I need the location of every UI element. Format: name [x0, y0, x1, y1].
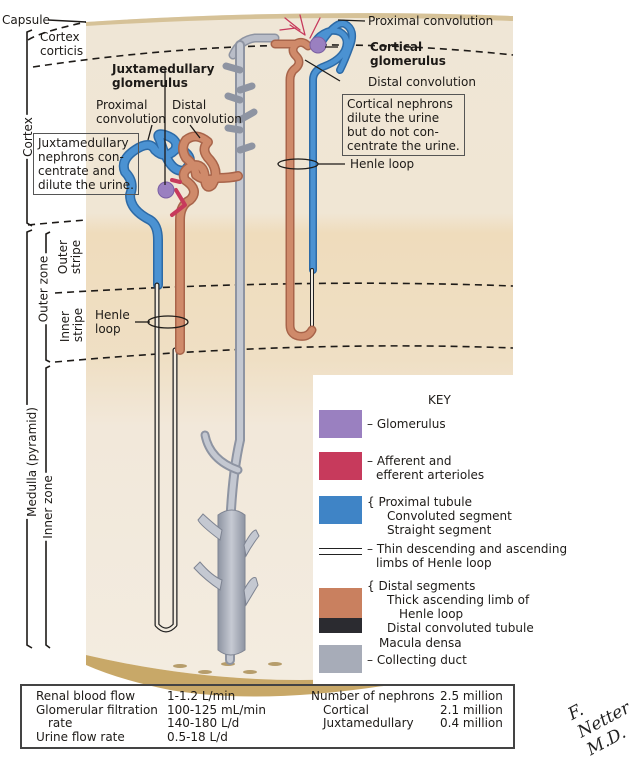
collecting-duct-swatch	[319, 645, 362, 673]
macula-densa-swatch	[319, 618, 362, 633]
inner-zone-label: Inner zone	[40, 473, 55, 541]
boundary-capsule	[27, 21, 87, 41]
key-legend: KEY – Glomerulus – Afferent and efferent…	[313, 375, 641, 680]
stats-right-labels: Number of nephrons Cortical Juxtamedulla…	[311, 689, 435, 730]
key-item-collecting-duct: – Collecting duct	[367, 653, 467, 667]
cortical-proximal-convolution-label: Proximal convolution	[368, 14, 494, 28]
capsule-leader	[47, 19, 87, 23]
renal-stats-table: Renal blood flow Glomerular filtration r…	[20, 684, 515, 749]
juxtamedullary-nephron	[118, 129, 243, 633]
boundary-outer-inner-stripe	[54, 282, 514, 294]
cortical-distal-convolution-label: Distal convolution	[368, 75, 476, 89]
inner-stripe-label: Inner stripe	[58, 305, 86, 345]
medulla-label: Medulla (pyramid)	[24, 405, 39, 519]
key-item-thin-limbs: – Thin descending and ascending limbs of…	[367, 542, 568, 570]
stats-left-values: 1-1.2 L/min 100-125 mL/min 140-180 L/d 0…	[167, 689, 266, 744]
juxtamedullary-note: Juxtamedullary nephrons con- centrate an…	[33, 133, 139, 195]
jm-henle-loop-marker	[147, 315, 189, 329]
jm-henle-loop-label: Henle loop	[95, 308, 130, 336]
jm-proximal-convolution-label: Proximal convolution	[96, 98, 166, 126]
key-item-macula-densa: Macula densa	[379, 636, 462, 650]
jm-arterioles	[170, 178, 187, 217]
glomerulus-swatch	[319, 410, 362, 438]
cortex-corticis-label: Cortex corticis	[40, 30, 84, 58]
boundary-cortex-medulla	[27, 219, 87, 226]
proximal-tubule-swatch	[319, 496, 362, 524]
stats-right-values: 2.5 million 2.1 million 0.4 million	[440, 689, 503, 730]
jm-distal-convolution-label: Distal convolution	[172, 98, 242, 126]
key-item-glomerulus: – Glomerulus	[367, 417, 446, 431]
cortical-glomerulus-label: Cortical glomerulus	[370, 40, 446, 68]
juxtamedullary-glomerulus-label: Juxtamedullary glomerulus	[112, 62, 215, 90]
key-title: KEY	[428, 393, 451, 407]
jm-glomerulus	[157, 181, 175, 199]
key-item-arterioles: – Afferent and efferent arterioles	[367, 454, 485, 482]
cortical-note: Cortical nephrons dilute the urine but d…	[342, 94, 465, 156]
outer-zone-label: Outer zone	[36, 253, 51, 325]
cortical-henle-loop-label: Henle loop	[350, 157, 415, 171]
distal-segments-swatch	[319, 588, 362, 618]
capsule-label: Capsule	[2, 13, 50, 27]
boundary-outer-inner-zone	[54, 345, 514, 363]
arterioles-swatch	[319, 452, 362, 480]
stats-left-labels: Renal blood flow Glomerular filtration r…	[36, 689, 158, 744]
capsule-layer	[86, 13, 513, 26]
key-item-distal-segments: { Distal segments Thick ascending limb o…	[367, 579, 534, 635]
cortical-glomerulus	[309, 36, 327, 54]
key-item-proximal-tubule: { Proximal tubule Convoluted segment Str…	[367, 495, 512, 537]
papilla	[86, 655, 513, 697]
outer-stripe-label: Outer stripe	[56, 237, 84, 277]
thin-limbs-swatch	[319, 548, 362, 555]
cortical-arterioles	[279, 14, 321, 39]
cortical-nephron	[270, 14, 357, 341]
collecting-duct-trunk	[217, 509, 246, 656]
